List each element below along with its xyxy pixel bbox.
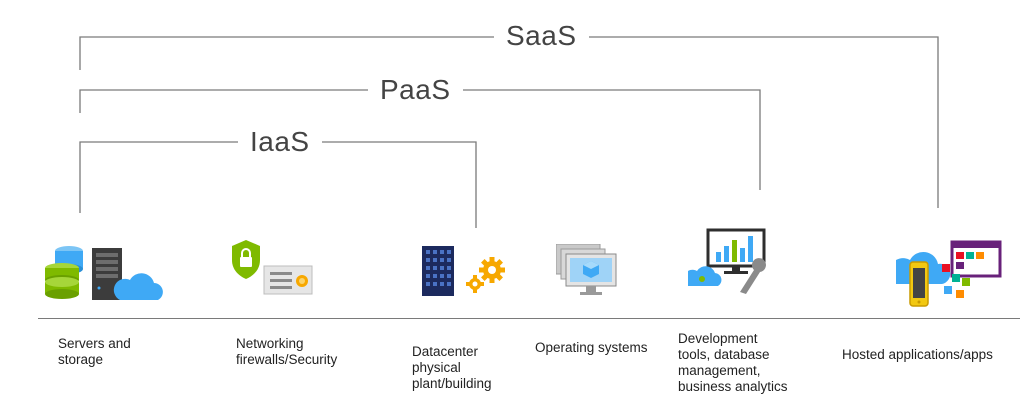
paas-bracket — [79, 89, 761, 190]
label-networking-security: Networking firewalls/Security — [236, 336, 338, 367]
paas-label: PaaS — [368, 75, 463, 105]
datacenter-building-icon — [420, 244, 512, 305]
label-servers-storage: Servers and storage — [58, 336, 131, 367]
baseline-divider — [38, 318, 1020, 319]
saas-bracket — [79, 36, 939, 208]
servers-storage-icon — [42, 242, 164, 309]
label-operating-systems: Operating systems — [535, 340, 648, 355]
operating-systems-icon — [555, 243, 620, 303]
dev-tools-analytics-icon — [683, 228, 770, 301]
iaas-label: IaaS — [238, 127, 322, 157]
saas-label: SaaS — [494, 21, 589, 51]
label-datacenter: Datacenter physical plant/building — [412, 344, 492, 391]
label-hosted-applications: Hosted applications/apps — [842, 347, 993, 362]
hosted-apps-icon — [889, 238, 1008, 315]
label-development-tools: Development tools, database management, … — [678, 331, 788, 394]
network-security-icon — [228, 240, 316, 301]
